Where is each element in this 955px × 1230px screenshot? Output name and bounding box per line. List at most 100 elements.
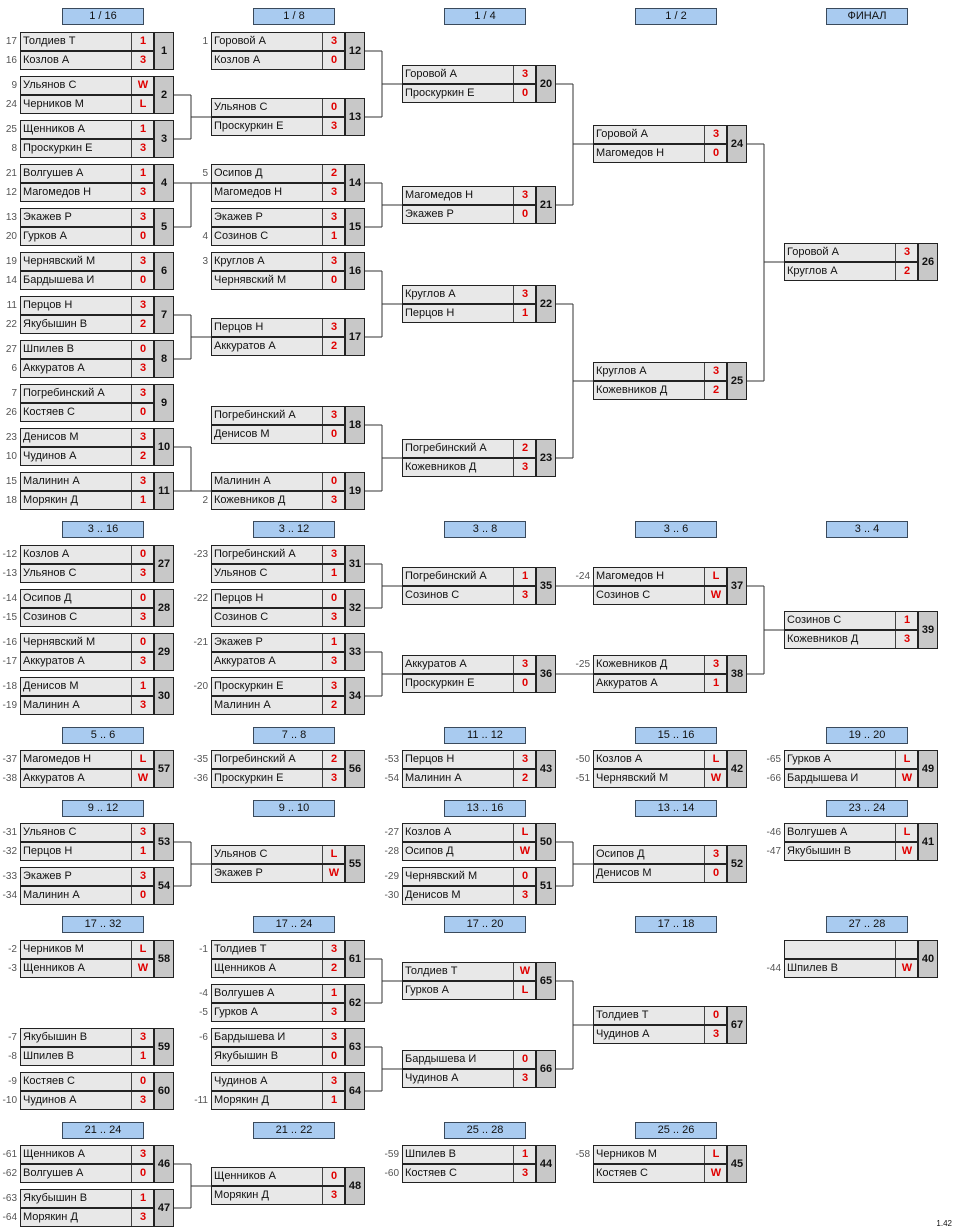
player-row[interactable]: Осипов Д0	[20, 589, 154, 608]
player-row[interactable]: Ульянов С0	[211, 98, 345, 117]
player-row[interactable]: Малинин А0	[211, 472, 345, 491]
player-row[interactable]: Экажев Р3	[211, 208, 345, 227]
match-box[interactable]: Щенников А1Проскуркин Е33	[20, 120, 174, 158]
player-row[interactable]: Проскуркин Е3	[211, 677, 345, 696]
player-row[interactable]: Волгушев А1	[211, 984, 345, 1003]
player-row[interactable]: Якубышин В3	[20, 1028, 154, 1047]
match-box[interactable]: Козлов АLОсипов ДW50	[402, 823, 556, 861]
player-row[interactable]: Бардышева ИW	[784, 769, 918, 788]
player-row[interactable]: Бардышева И0	[402, 1050, 536, 1069]
player-row[interactable]: Щенников А0	[211, 1167, 345, 1186]
match-box[interactable]: Гурков АLБардышева ИW49	[784, 750, 938, 788]
match-box[interactable]: Кожевников Д3Аккуратов А138	[593, 655, 747, 693]
player-row[interactable]: Магомедов Н3	[402, 186, 536, 205]
player-row[interactable]: Осипов ДW	[402, 842, 536, 861]
player-row[interactable]: Проскуркин Е3	[211, 769, 345, 788]
player-row[interactable]: Гурков АL	[784, 750, 918, 769]
player-row[interactable]: Перцов Н3	[402, 750, 536, 769]
player-row[interactable]: Костяев С0	[20, 1072, 154, 1091]
player-row[interactable]: Чернявский М0	[20, 633, 154, 652]
match-box[interactable]: Малинин А3Морякин Д111	[20, 472, 174, 510]
player-row[interactable]: Козлов А3	[20, 51, 154, 70]
match-box[interactable]: Бардышева И3Якубышин В063	[211, 1028, 365, 1066]
player-row[interactable]: Малинин А2	[402, 769, 536, 788]
player-row[interactable]: Круглов А3	[402, 285, 536, 304]
player-row[interactable]: Горовой А3	[211, 32, 345, 51]
match-box[interactable]: Погребинский А2Проскуркин Е356	[211, 750, 365, 788]
player-row[interactable]: Аккуратов АW	[20, 769, 154, 788]
match-box[interactable]: Осипов Д3Денисов М052	[593, 845, 747, 883]
player-row[interactable]: Аккуратов А3	[20, 359, 154, 378]
player-row[interactable]: Щенников А1	[20, 120, 154, 139]
player-row[interactable]: Малинин А2	[211, 696, 345, 715]
player-row[interactable]: Магомедов Н3	[20, 183, 154, 202]
player-row[interactable]: Толдиев Т1	[20, 32, 154, 51]
player-row[interactable]: Экажев Р3	[20, 208, 154, 227]
player-row[interactable]: Аккуратов А3	[211, 652, 345, 671]
match-box[interactable]: Денисов М3Чудинов А210	[20, 428, 174, 466]
player-row[interactable]: Экажев Р1	[211, 633, 345, 652]
player-row[interactable]: Ульянов С3	[20, 823, 154, 842]
player-row[interactable]: Магомедов Н0	[593, 144, 727, 163]
player-row[interactable]: Проскуркин Е0	[402, 674, 536, 693]
match-box[interactable]: Щенников А3Волгушев А046	[20, 1145, 174, 1183]
player-row[interactable]: Денисов М1	[20, 677, 154, 696]
player-row[interactable]: Экажев РW	[211, 864, 345, 883]
player-row[interactable]: Созинов СW	[593, 586, 727, 605]
player-row[interactable]: Шпилев ВW	[784, 959, 918, 978]
match-box[interactable]: Шпилев В0Аккуратов А38	[20, 340, 174, 378]
match-box[interactable]: Погребинский А1Созинов С335	[402, 567, 556, 605]
player-row[interactable]: Аккуратов А3	[20, 652, 154, 671]
match-box[interactable]: Якубышин В1Морякин Д347	[20, 1189, 174, 1227]
player-row[interactable]: Проскуркин Е0	[402, 84, 536, 103]
player-row[interactable]: Волгушев А1	[20, 164, 154, 183]
match-box[interactable]: Магомедов Н3Экажев Р021	[402, 186, 556, 224]
player-row[interactable]: Ульянов СW	[20, 76, 154, 95]
match-box[interactable]: Круглов А3Кожевников Д225	[593, 362, 747, 400]
match-box[interactable]: Созинов С1Кожевников Д339	[784, 611, 938, 649]
match-box[interactable]: Черников МLКостяев СW45	[593, 1145, 747, 1183]
player-row[interactable]: Морякин Д3	[211, 1186, 345, 1205]
match-box[interactable]: Горовой А3Козлов А012	[211, 32, 365, 70]
player-row[interactable]: Магомедов НL	[20, 750, 154, 769]
player-row[interactable]: Осипов Д3	[593, 845, 727, 864]
player-row[interactable]: Гурков А0	[20, 227, 154, 246]
player-row[interactable]: Чернявский М3	[20, 252, 154, 271]
match-box[interactable]: Аккуратов А3Проскуркин Е036	[402, 655, 556, 693]
player-row[interactable]: Морякин Д3	[20, 1208, 154, 1227]
player-row[interactable]: Якубышин В2	[20, 315, 154, 334]
match-box[interactable]: Щенников А0Морякин Д348	[211, 1167, 365, 1205]
player-row[interactable]: Щенников А2	[211, 959, 345, 978]
match-box[interactable]: Осипов Д2Магомедов Н314	[211, 164, 365, 202]
player-row[interactable]: Магомедов Н3	[211, 183, 345, 202]
player-row[interactable]: Горовой А3	[593, 125, 727, 144]
player-row[interactable]: Бардышева И3	[211, 1028, 345, 1047]
player-row[interactable]: Кожевников Д3	[593, 655, 727, 674]
match-box[interactable]: Экажев Р1Аккуратов А333	[211, 633, 365, 671]
match-box[interactable]: Экажев Р3Малинин А054	[20, 867, 174, 905]
match-box[interactable]: Экажев Р3Гурков А05	[20, 208, 174, 246]
player-row[interactable]: Кожевников Д3	[784, 630, 918, 649]
player-row[interactable]: Чудинов А3	[20, 1091, 154, 1110]
player-row[interactable]: Толдиев Т0	[593, 1006, 727, 1025]
player-row[interactable]: Черников МL	[20, 95, 154, 114]
player-row[interactable]: Круглов А3	[593, 362, 727, 381]
match-box[interactable]: Чудинов А3Морякин Д164	[211, 1072, 365, 1110]
player-row[interactable]: Чудинов А3	[593, 1025, 727, 1044]
player-row[interactable]: Волгушев А0	[20, 1164, 154, 1183]
player-row[interactable]: Горовой А3	[784, 243, 918, 262]
match-box[interactable]: Перцов Н0Созинов С332	[211, 589, 365, 627]
player-row[interactable]: Чудинов А3	[211, 1072, 345, 1091]
player-row[interactable]: Погребинский А3	[211, 406, 345, 425]
player-row[interactable]: Чернявский М0	[211, 271, 345, 290]
player-row[interactable]: Шпилев В1	[402, 1145, 536, 1164]
player-row[interactable]: Погребинский А3	[20, 384, 154, 403]
player-row[interactable]: Круглов А3	[211, 252, 345, 271]
player-row[interactable]: Перцов Н1	[402, 304, 536, 323]
player-row[interactable]: Созинов С3	[20, 608, 154, 627]
match-box[interactable]: Черников МLЩенников АW58	[20, 940, 174, 978]
match-box[interactable]: Малинин А0Кожевников Д319	[211, 472, 365, 510]
player-row[interactable]: Созинов С3	[402, 586, 536, 605]
match-box[interactable]: Ульянов СWЧерников МL2	[20, 76, 174, 114]
match-box[interactable]: Осипов Д0Созинов С328	[20, 589, 174, 627]
